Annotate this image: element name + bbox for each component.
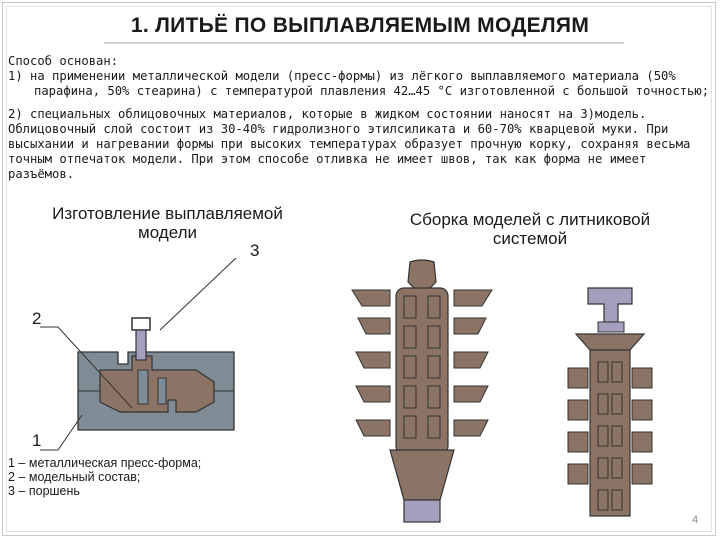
caption-model-assembly: Сборка моделей с литниковой системой: [409, 210, 651, 248]
assembly-piston-top: [587, 287, 633, 323]
callout-2: 2: [32, 309, 41, 328]
list-item-2: 2) специальных облицовочных материалов, …: [8, 107, 691, 181]
mold-core: [137, 369, 149, 405]
assembly-cells: [597, 361, 623, 511]
leader-line: [40, 326, 133, 409]
assembly-figure: [567, 287, 653, 517]
callout-1: 1: [32, 431, 41, 450]
legend-item-1: 1 – металлическая пресс-форма;: [8, 456, 202, 470]
piston-rod: [135, 329, 147, 361]
sprue-cup: [407, 259, 437, 291]
page-number: 4: [692, 514, 699, 526]
assembly-funnel: [574, 333, 646, 351]
list-item-1: 1) на применении металлической модели (п…: [8, 69, 710, 98]
riser-cells: [403, 295, 441, 439]
title-rule: [104, 42, 624, 44]
callout-3: 3: [250, 241, 259, 260]
sprue-base-plate: [403, 499, 441, 523]
leader-line: [159, 257, 237, 331]
body-text: Способ основан: 1) на применении металли…: [8, 54, 716, 182]
assembly-models: [567, 367, 653, 485]
legend-item-3: 3 – поршень: [8, 484, 80, 498]
model-tree-figure: [351, 259, 493, 523]
piston-head: [131, 317, 151, 331]
model-cluster: [351, 289, 493, 437]
legend-item-2: 2 – модельный состав;: [8, 470, 141, 484]
sprue-base: [389, 449, 455, 501]
press-mold-figure: 2 1 3: [32, 241, 259, 451]
slide-frame-inner: [6, 6, 712, 532]
leader-line: [40, 414, 83, 451]
caption-model-making: Изготовление выплавляемой модели: [52, 204, 283, 242]
figure-legend: 1 – металлическая пресс-форма; 2 – модел…: [8, 456, 201, 498]
intro-text: Способ основан:: [8, 54, 119, 68]
assembly-piston-rod: [597, 321, 625, 333]
assembly-riser: [589, 349, 631, 517]
slide-title: 1. ЛИТЬЁ ПО ВЫПЛАВЛЯЕМЫМ МОДЕЛЯМ: [130, 14, 590, 37]
mold-core: [157, 377, 167, 405]
